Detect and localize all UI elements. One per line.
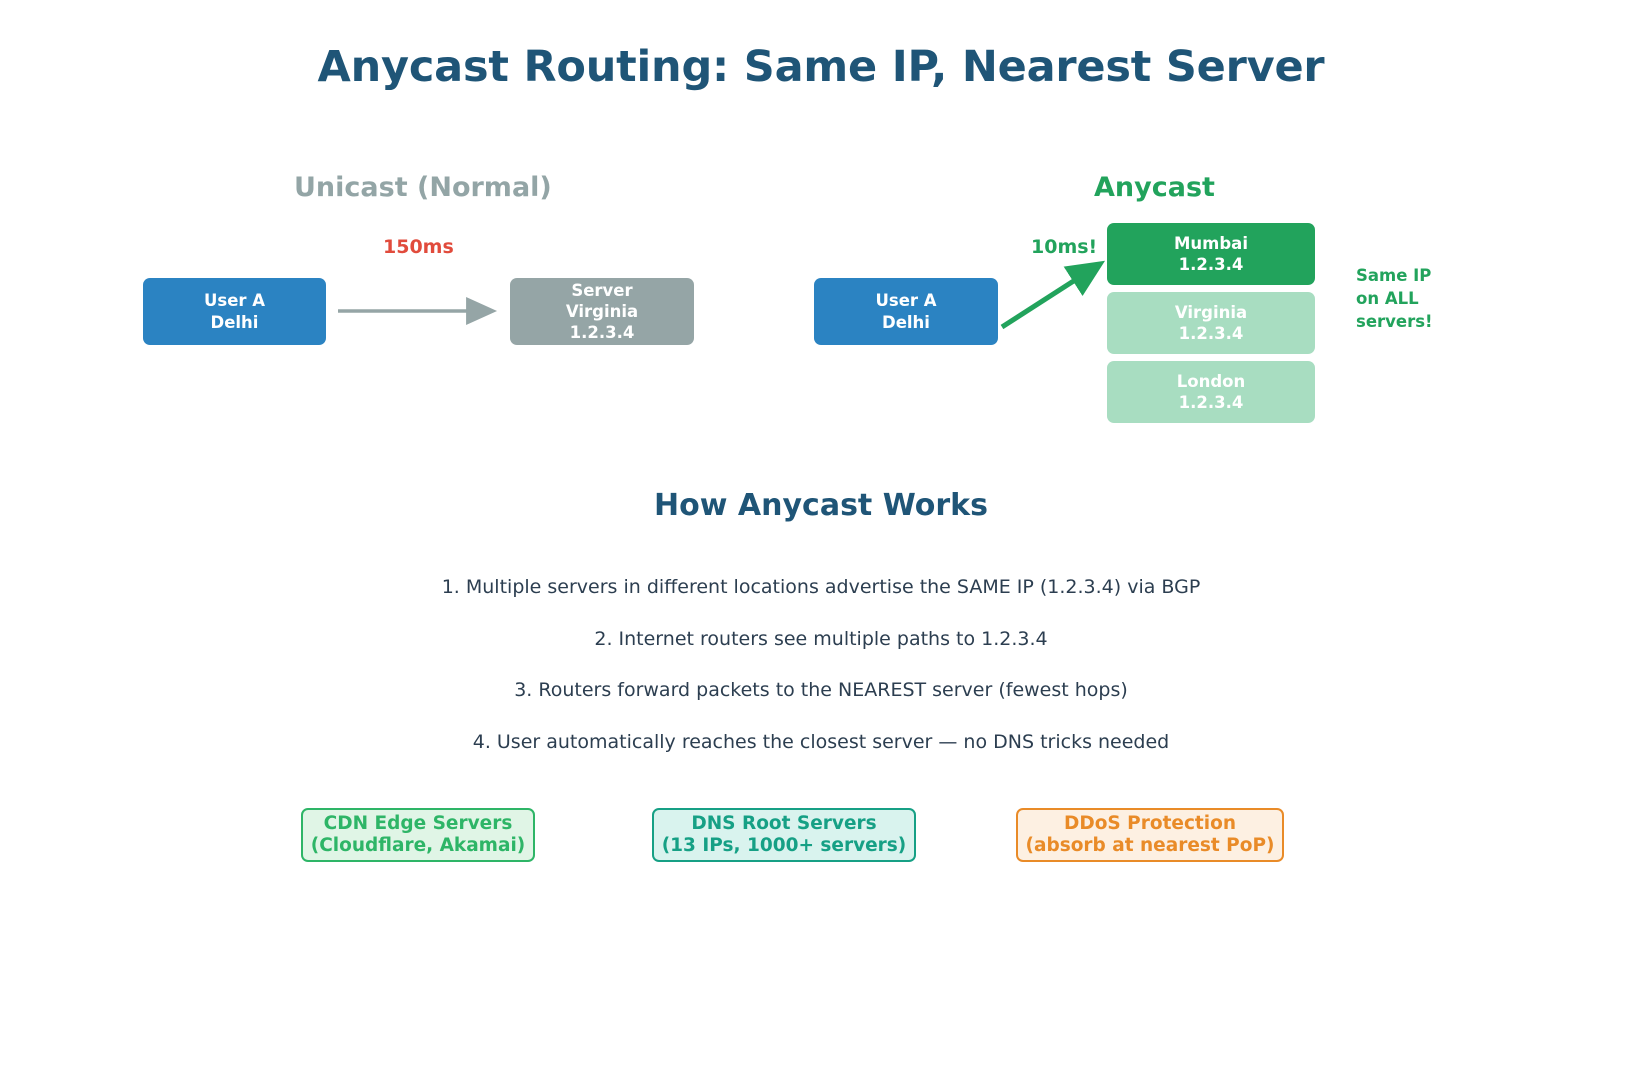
anycast-path-arrow — [1000, 260, 1106, 330]
anycast-heading: Anycast — [1094, 172, 1215, 203]
usecase-title: DNS Root Servers — [691, 812, 877, 834]
step-item: 1. Multiple servers in different locatio… — [441, 576, 1201, 598]
same-ip-note: Same IP on ALL servers! — [1356, 265, 1531, 333]
node-anycast-user[interactable]: User A Delhi — [814, 278, 998, 345]
node-label-line-2: Delhi — [210, 312, 259, 332]
node-label-line-1: User A — [875, 291, 937, 311]
usecase-subtitle: (13 IPs, 1000+ servers) — [661, 835, 907, 856]
how-anycast-works-steps: 1. Multiple servers in different locatio… — [0, 578, 1642, 784]
how-anycast-works-heading: How Anycast Works — [654, 488, 988, 523]
node-server-mumbai[interactable]: Mumbai 1.2.3.4 — [1107, 223, 1315, 285]
step-item: 2. Internet routers see multiple paths t… — [594, 627, 1048, 650]
node-label-line-1: User A — [203, 291, 266, 311]
server-name: Mumbai — [1174, 233, 1248, 253]
usecase-title: DDoS Protection — [1063, 812, 1236, 834]
node-server-london[interactable]: London 1.2.3.4 — [1107, 361, 1315, 423]
server-name: Virginia — [1174, 302, 1248, 322]
node-label-line-1: Server — [571, 280, 633, 300]
anycast-latency-label: 10ms! — [1031, 236, 1098, 258]
note-line-2: on ALL — [1356, 288, 1419, 308]
server-ip: 1.2.3.4 — [1178, 255, 1244, 274]
server-name: London — [1176, 371, 1246, 391]
node-unicast-server[interactable]: Server Virginia 1.2.3.4 — [510, 278, 694, 345]
server-ip: 1.2.3.4 — [1178, 393, 1244, 412]
page-title: Anycast Routing: Same IP, Nearest Server — [317, 42, 1325, 92]
node-label-line-2: Virginia — [565, 301, 639, 321]
step-item: 3. Routers forward packets to the NEARES… — [514, 679, 1128, 701]
unicast-heading: Unicast (Normal) — [294, 172, 552, 203]
node-unicast-user[interactable]: User A Delhi — [143, 278, 326, 345]
server-ip: 1.2.3.4 — [1178, 324, 1244, 343]
node-label-line-2: Delhi — [882, 312, 930, 332]
usecase-ddos-protection[interactable]: DDoS Protection (absorb at nearest PoP) — [1016, 808, 1284, 862]
unicast-latency-label: 150ms — [383, 236, 454, 258]
note-line-3: servers! — [1356, 311, 1433, 331]
node-label-line-3: 1.2.3.4 — [569, 323, 635, 343]
usecase-title: CDN Edge Servers — [323, 812, 513, 834]
node-server-virginia[interactable]: Virginia 1.2.3.4 — [1107, 292, 1315, 354]
note-line-1: Same IP — [1356, 266, 1432, 285]
usecase-cdn-edge-servers[interactable]: CDN Edge Servers (Cloudflare, Akamai) — [301, 808, 535, 862]
step-item: 4. User automatically reaches the closes… — [472, 730, 1170, 753]
usecase-subtitle: (Cloudflare, Akamai) — [310, 835, 526, 856]
usecase-dns-root-servers[interactable]: DNS Root Servers (13 IPs, 1000+ servers) — [652, 808, 916, 862]
usecase-subtitle: (absorb at nearest PoP) — [1025, 835, 1275, 856]
